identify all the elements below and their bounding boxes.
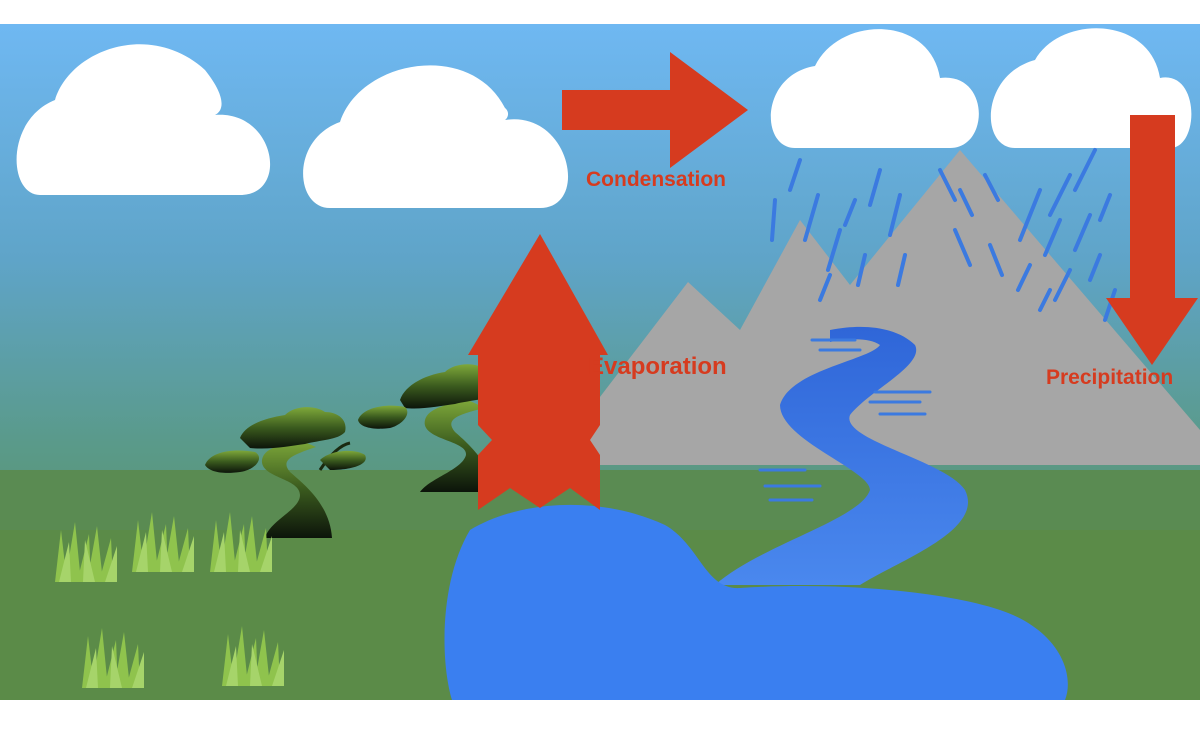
precipitation-label: Precipitation	[1046, 366, 1173, 389]
rain-icon	[770, 148, 1117, 322]
river-icon	[715, 326, 969, 585]
evaporation-arrow-icon	[468, 234, 608, 510]
tree-icon	[205, 407, 366, 538]
lake-icon	[444, 504, 1068, 700]
cloud-icon	[303, 65, 569, 208]
mountain-icon	[590, 150, 1200, 465]
cloud-icon	[16, 44, 271, 195]
tree-icon	[358, 364, 502, 492]
precipitation-arrow-icon	[1106, 115, 1198, 365]
condensation-label: Condensation	[586, 168, 726, 191]
condensation-arrow-icon	[562, 52, 748, 168]
cloud-icon	[770, 29, 979, 148]
evaporation-label: Evaporation	[588, 353, 727, 380]
